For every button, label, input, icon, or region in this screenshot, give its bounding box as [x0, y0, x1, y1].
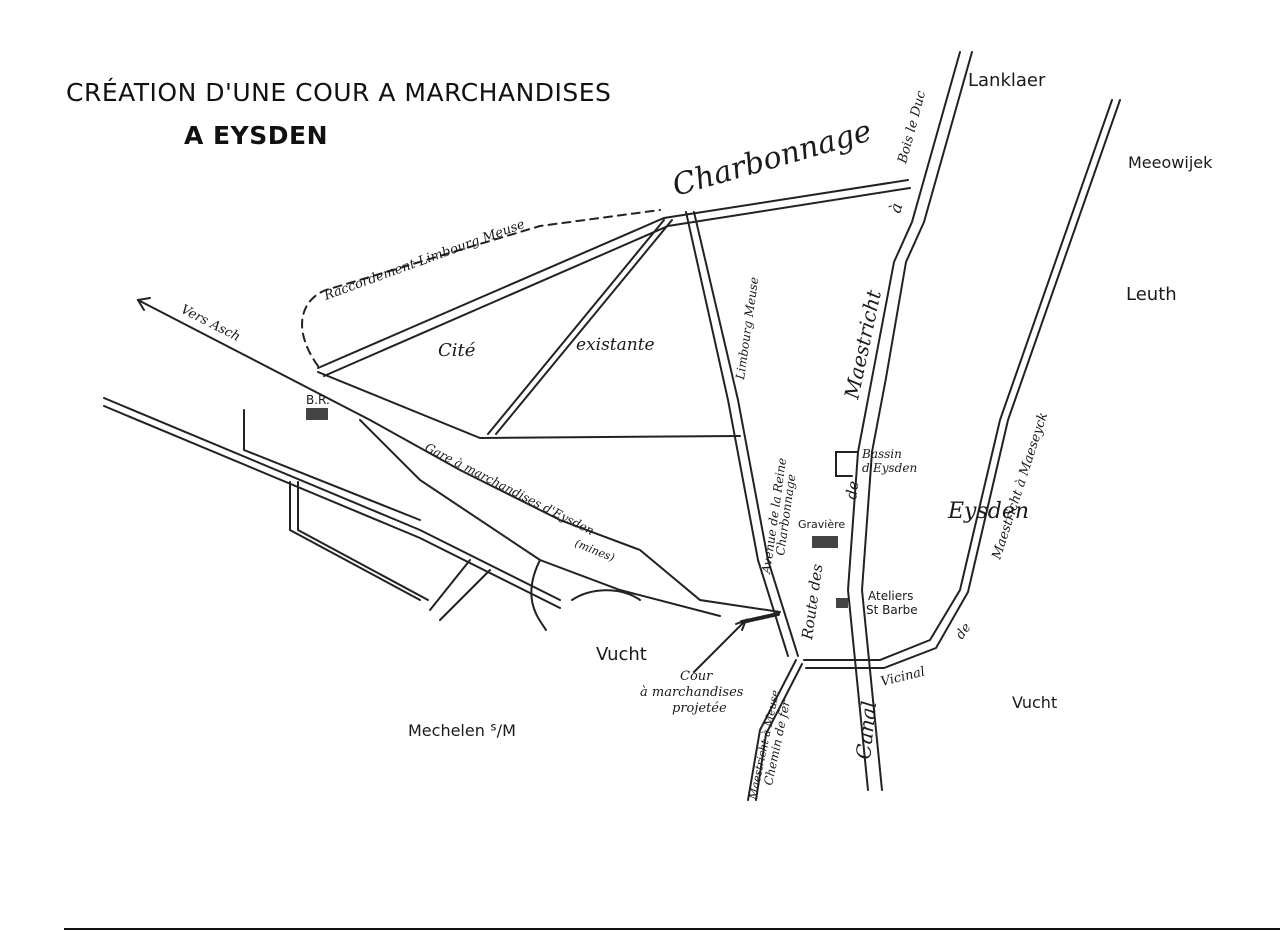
label-vucht-left: Vucht [596, 644, 647, 665]
label-route-des: Route des [798, 563, 827, 642]
canal-line [846, 51, 961, 791]
label-bassin: Bassin [861, 447, 902, 461]
label-bassin-2: d'Eysden [862, 461, 917, 475]
label-eysden: Eysden [947, 499, 1029, 524]
asch-railway [137, 299, 781, 613]
inner-diagonal [487, 219, 665, 435]
label-bois-le-duc: Bois le Duc [895, 89, 929, 166]
buildings [306, 408, 848, 608]
charbonnage-road [317, 179, 909, 369]
sw-spur-2 [297, 481, 429, 601]
sw-curve [429, 559, 471, 611]
bottom-rule [64, 928, 1280, 930]
inner-diagonal-2 [495, 219, 673, 435]
ateliers-building [836, 598, 848, 608]
label-cour-2: à marchandises [640, 685, 744, 700]
ne-railway-2 [805, 99, 1121, 669]
sw-arc-2 [571, 589, 641, 601]
west-road-2 [103, 405, 561, 609]
label-meeowijek: Meeowijek [1128, 153, 1213, 172]
cour-arrow [693, 621, 745, 673]
map-title: CRÉATION D'UNE COUR A MARCHANDISES · A E… [66, 78, 612, 153]
south-road [747, 659, 797, 801]
label-mechelen: Mechelen ᔆ/M [408, 721, 516, 740]
label-graviere: Gravière [798, 518, 845, 531]
label-limbourg-meuse: Limbourg Meuse [733, 276, 761, 381]
label-lanklaer: Lanklaer [968, 70, 1046, 91]
west-spur [243, 409, 421, 521]
label-vicinal: Vicinal [879, 664, 926, 689]
label-canal: Canal [851, 700, 881, 761]
sw-arc [530, 559, 547, 631]
graviere-building [812, 536, 838, 548]
label-ateliers: Ateliers [868, 589, 913, 603]
br-building [306, 408, 328, 420]
label-cour-3: projetée [672, 701, 727, 716]
label-maestricht-a: à [886, 201, 907, 215]
label-ateliers-2: St Barbe [866, 603, 918, 617]
label-de-2: de [953, 620, 975, 642]
sw-curve-2 [439, 569, 491, 621]
bassin-notch [835, 451, 859, 477]
title-line-2: A EYSDEN [184, 121, 328, 150]
label-existante: existante [576, 335, 655, 355]
label-cite: Cité [438, 340, 476, 361]
canal-line-2 [860, 51, 973, 791]
cour-marker [740, 612, 780, 624]
title-bullet: · [184, 132, 191, 153]
label-leuth: Leuth [1126, 284, 1177, 305]
label-cour-1: Cour [680, 669, 713, 684]
label-br: B.R. [306, 393, 330, 407]
label-de: de [842, 480, 862, 501]
raccordement-line [301, 209, 661, 367]
sw-spur [289, 481, 421, 601]
label-maastricht-maeseyck: Maestricht à Maeseyck [989, 410, 1051, 562]
ne-railway [803, 99, 1113, 661]
triangle-south [317, 371, 741, 440]
west-road [103, 397, 561, 601]
label-vucht-right: Vucht [1012, 693, 1057, 712]
avenue-road-2 [685, 211, 789, 657]
label-mines: (mines) [573, 537, 617, 565]
map-lines [103, 51, 1121, 801]
asch-arrowhead [136, 297, 151, 311]
title-line-1: CRÉATION D'UNE COUR A MARCHANDISES [66, 78, 612, 107]
label-gare: Gare à marchandises d'Eysden [423, 440, 597, 538]
south-road-2 [755, 663, 803, 801]
avenue-road [693, 211, 799, 657]
